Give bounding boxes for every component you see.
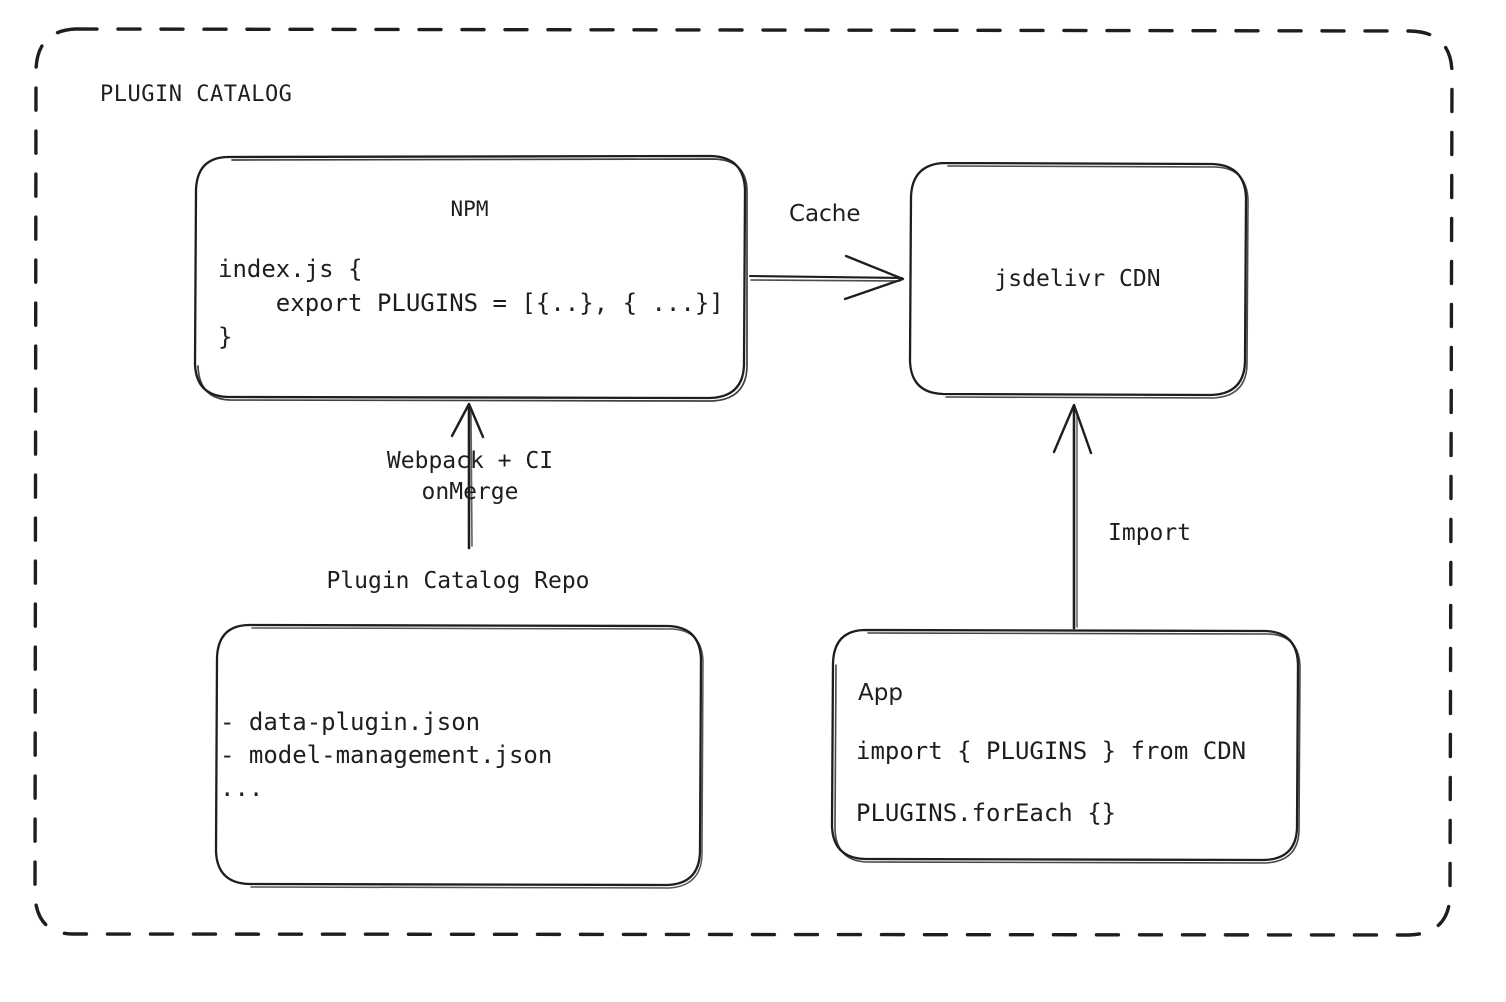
repo-node-file-list: - data-plugin.json - model-management.js… bbox=[220, 708, 553, 803]
cache-arrow-head bbox=[843, 254, 905, 301]
repo-node-caption: Plugin Catalog Repo bbox=[326, 568, 590, 594]
webpack-edge-label: Webpack + CI onMerge bbox=[386, 448, 554, 506]
cache-arrow-line-sketch bbox=[750, 279, 901, 282]
cache-arrow-line bbox=[748, 274, 904, 280]
app-node-foreach-line: PLUGINS.forEach {} bbox=[856, 799, 1117, 827]
cache-edge-label: Cache bbox=[789, 201, 861, 227]
app-node-title: App bbox=[858, 680, 903, 706]
webpack-arrow-head bbox=[450, 402, 485, 439]
npm-node-title: NPM bbox=[450, 197, 489, 221]
group-title: PLUGIN CATALOG bbox=[100, 82, 293, 107]
import-edge-label: Import bbox=[1108, 520, 1192, 546]
cdn-node-title: jsdelivr CDN bbox=[994, 266, 1161, 292]
import-arrow-head bbox=[1052, 403, 1093, 455]
npm-node-code: index.js { export PLUGINS = [{..}, { ...… bbox=[218, 255, 724, 352]
app-node-import-line: import { PLUGINS } from CDN bbox=[856, 737, 1247, 765]
